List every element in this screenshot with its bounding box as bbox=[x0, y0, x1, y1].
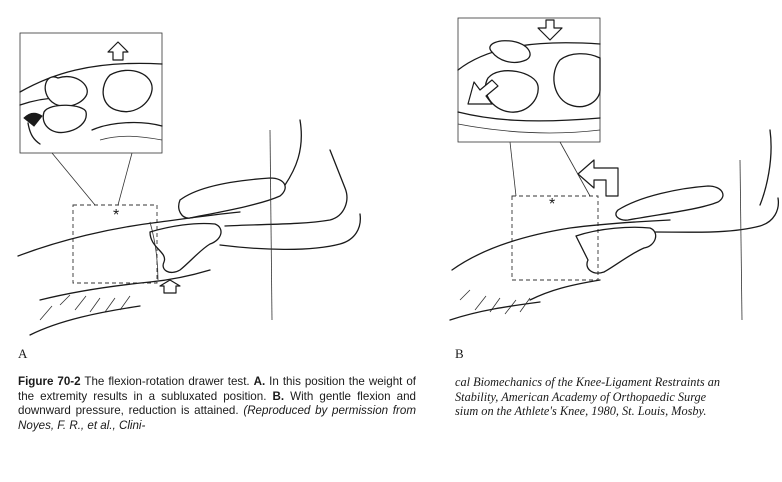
femoral-condyle bbox=[44, 75, 88, 107]
hatching bbox=[39, 294, 131, 321]
part-a-text: In this position the weight of the extre… bbox=[18, 375, 417, 403]
femoral-condyle bbox=[102, 69, 153, 113]
examiner-hand-top bbox=[615, 185, 724, 221]
caption-continuation: cal Biomechanics of the Knee-Ligament Re… bbox=[455, 375, 782, 419]
leg-outline bbox=[17, 211, 241, 257]
examiner-hand-bottom bbox=[575, 226, 657, 274]
inset-frame bbox=[19, 32, 163, 154]
table-edge bbox=[739, 159, 743, 321]
femoral-condyle bbox=[553, 53, 601, 108]
examiner-arm bbox=[224, 149, 348, 227]
femur-outline bbox=[19, 62, 163, 93]
knee-focus-box bbox=[511, 195, 599, 281]
up-arrow-icon bbox=[159, 279, 181, 294]
part-b-label: B. bbox=[272, 389, 285, 403]
panel-letter-b: B bbox=[455, 346, 464, 361]
figure-panel-a bbox=[0, 0, 420, 345]
part-b-text: With gentle flexion and downward pressur… bbox=[18, 389, 416, 418]
callout-line bbox=[51, 152, 96, 206]
examiner-hand-bottom bbox=[149, 222, 222, 274]
panel-letter-a: A bbox=[18, 346, 28, 361]
knee-marker: * bbox=[113, 207, 120, 224]
callout-line bbox=[559, 141, 591, 197]
figure-label: Figure 70-2 bbox=[18, 375, 81, 388]
femoral-condyle bbox=[484, 70, 539, 113]
part-a-label: A. bbox=[253, 375, 266, 388]
knee-drawer-illustration-a bbox=[17, 32, 361, 336]
table-edge bbox=[269, 129, 273, 321]
caption-title: The flexion-rotation drawer test. bbox=[80, 375, 254, 388]
examiner-arm bbox=[654, 197, 780, 233]
up-left-arrow-icon bbox=[467, 79, 499, 105]
credit-line: sium on the Athlete's Knee, 1980, St. Lo… bbox=[455, 404, 707, 418]
callout-line bbox=[117, 152, 133, 206]
hatching bbox=[459, 289, 531, 315]
patella bbox=[489, 40, 531, 64]
credit-line: Stability, American Academy of Orthopaed… bbox=[455, 389, 707, 404]
leg-outline bbox=[451, 219, 671, 271]
down-arrow-icon bbox=[537, 19, 563, 41]
figure-caption: Figure 70-2 The flexion-rotation drawer … bbox=[18, 375, 416, 433]
knee-focus-box bbox=[72, 204, 158, 284]
callout-line bbox=[509, 141, 517, 197]
rotation-arrow-icon bbox=[577, 159, 619, 197]
credit-text: (Reproduced by permission from Noyes, F.… bbox=[18, 404, 416, 432]
knee-marker: * bbox=[549, 196, 556, 213]
knee-drawer-illustration-b bbox=[449, 17, 780, 321]
tibial-plateau bbox=[42, 104, 87, 134]
shaded-region bbox=[23, 112, 43, 127]
figure-panel-b bbox=[440, 0, 782, 345]
up-arrow-icon bbox=[107, 41, 129, 61]
examiner-hand-top bbox=[178, 177, 286, 219]
credit-line: cal Biomechanics of the Knee-Ligament Re… bbox=[455, 375, 721, 389]
